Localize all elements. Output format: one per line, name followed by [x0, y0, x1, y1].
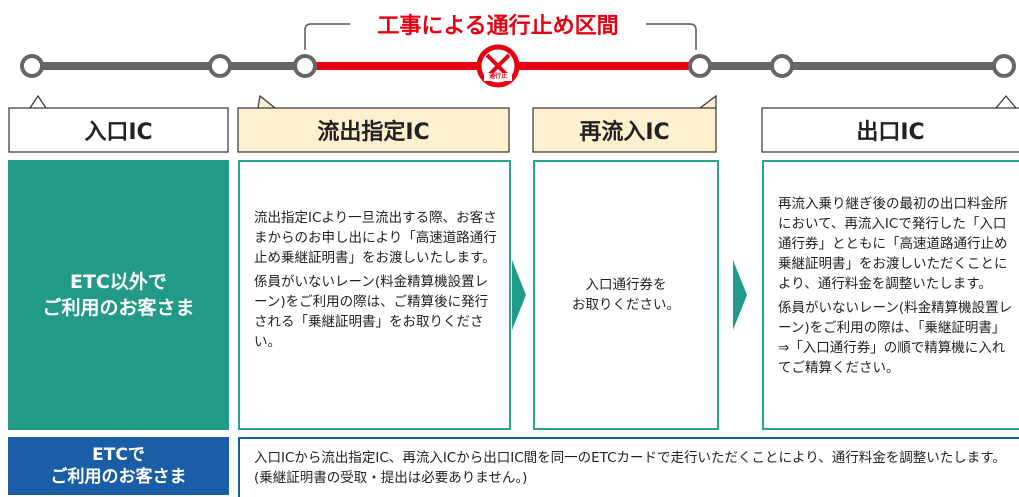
row-header-non-etc: ETC以外で ご利用のお客さま — [8, 160, 229, 430]
node-entrance — [20, 54, 44, 78]
callout-tail-reentry — [699, 94, 717, 109]
bracket-left — [304, 23, 350, 50]
node-gray-5 — [770, 54, 794, 78]
non-etc-reentry-line2: お取りください。 — [572, 297, 680, 313]
label-reentry-text: 再流入IC — [579, 120, 670, 145]
bracket-right — [646, 23, 697, 50]
label-frame-entrance — [8, 107, 229, 153]
row-header-non-etc-line1: ETC以外で — [70, 271, 167, 293]
row-header-etc-line1: ETCで — [92, 445, 145, 465]
non-etc-exit-designated-p1: 流出指定ICより一旦流出する際、お客さまからのお申し出により「高速道路通行止め乗… — [254, 210, 497, 266]
etc-description-text: 入口ICから流出指定IC、再流入ICから出口IC間を同一のETCカードで走行いた… — [254, 450, 1006, 486]
node-exit — [992, 54, 1016, 78]
arrow-right-1-icon — [512, 260, 526, 330]
label-frame-exit-designated — [237, 107, 510, 153]
label-reentry-ic: 再流入IC — [533, 108, 716, 152]
row-header-etc-line2: ご利用のお客さま — [50, 467, 187, 487]
label-frame-reentry — [532, 107, 717, 153]
non-etc-exit-p2: 係員がいないレーン(料金精算機設置レーン)をご利用の際は、「乗継証明書」⇒「入口… — [778, 300, 1013, 376]
label-exit-ic: 出口IC — [762, 108, 1019, 152]
label-entrance-ic: 入口IC — [9, 108, 228, 152]
label-exit-text: 出口IC — [856, 120, 925, 145]
non-etc-exit-designated-p2: 係員がいないレーン(料金精算機設置レーン)をご利用の際は、ご精算後に発行される「… — [254, 274, 489, 350]
label-frame-exit — [761, 107, 1019, 153]
non-etc-exit-box: 再流入乗り継ぎ後の最初の出口料金所において、再流入ICで発行した「入口通行券」と… — [762, 160, 1019, 430]
arrow-right-2-icon — [733, 260, 747, 330]
row-header-etc: ETCで ご利用のお客さま — [8, 437, 229, 495]
closure-section-title: 工事による通行止め区間 — [377, 14, 619, 39]
node-gray-2 — [208, 54, 232, 78]
non-etc-reentry-box: 入口通行券を お取りください。 — [533, 160, 719, 430]
closure-mark-text: 通行止 — [488, 73, 507, 80]
label-exit-designated-text: 流出指定IC — [317, 120, 430, 145]
callout-tail-entrance — [29, 94, 47, 109]
row-header-non-etc-line2: ご利用のお客さま — [42, 297, 195, 319]
non-etc-exit-p1: 再流入乗り継ぎ後の最初の出口料金所において、再流入ICで発行した「入口通行券」と… — [778, 196, 1008, 292]
callout-tail-exit — [995, 95, 1017, 109]
etc-description-box: 入口ICから流出指定IC、再流入ICから出口IC間を同一のETCカードで走行いた… — [238, 437, 1019, 497]
non-etc-exit-designated-box: 流出指定ICより一旦流出する際、お客さまからのお申し出により「高速道路通行止め乗… — [238, 160, 511, 430]
node-exit-designated — [293, 54, 317, 78]
non-etc-reentry-line1: 入口通行券を — [585, 277, 667, 293]
node-reentry — [688, 54, 712, 78]
road-closed-icon — [476, 44, 520, 88]
label-entrance-text: 入口IC — [84, 120, 153, 145]
route-diagram — [8, 23, 1019, 153]
label-exit-designated-ic: 流出指定IC — [238, 108, 509, 152]
callout-tail-exit-designated — [257, 94, 276, 109]
